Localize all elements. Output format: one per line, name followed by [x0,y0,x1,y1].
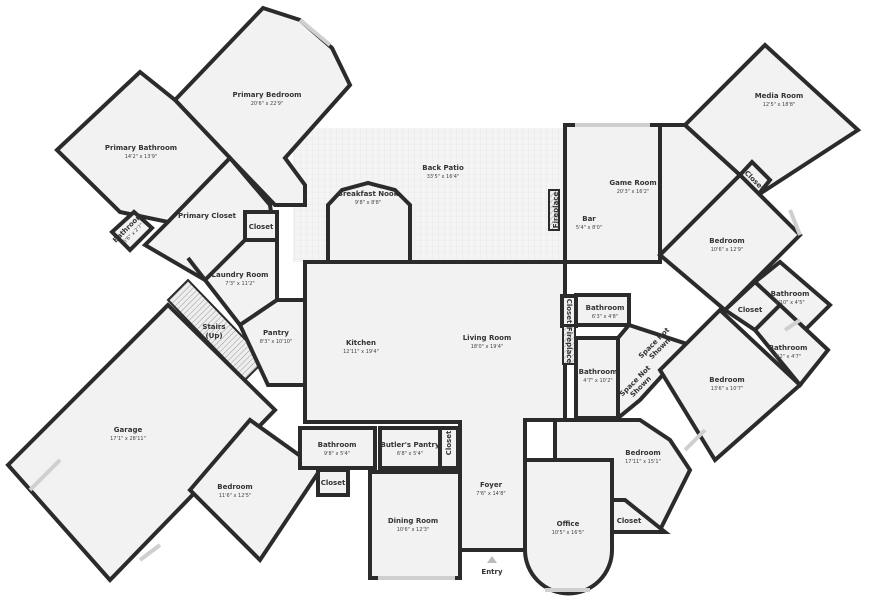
label-closet-sw: Closet [321,479,346,487]
dims-butlers-pantry: 6'8" x 5'4" [397,451,423,457]
label-living-room: Living Room [463,334,512,342]
label-bedroom-sw: Bedroom [217,483,252,491]
label-butlers-pantry: Butler's Pantry [380,441,439,449]
label-primary-bathroom: Primary Bathroom [105,144,177,152]
windows [28,18,802,592]
bathroom-63 [574,293,631,327]
dims-bathroom-810: 8'10" x 4'5" [775,300,804,306]
dims-foyer: 7'6" x 14'8" [476,491,505,497]
label-bathroom-98: Bathroom [318,441,357,449]
dims-breakfast-nook: 9'8" x 8'8" [355,200,381,206]
dims-bedroom-sw: 11'6" x 12'5" [219,493,252,499]
dims-primary-bedroom: 20'6" x 22'9" [251,101,284,107]
dims-bathroom-47: 4'7" x 10'2" [583,378,612,384]
garage [5,302,278,583]
label-fireplace-living: Fireplace [565,327,573,364]
label-bathroom-92: Bathroom [769,344,808,352]
label-media-room: Media Room [755,92,804,100]
dining-room [368,470,462,580]
label-closet-office: Closet [617,517,642,525]
label-stairs-up: (Up) [205,332,222,340]
dims-dining-room: 10'6" x 12'3" [397,527,430,533]
dims-primary-bathroom: 14'2" x 13'9" [125,154,158,160]
label-bedroom-ne: Bedroom [709,237,744,245]
dims-back-patio: 33'5" x 16'4" [427,174,460,180]
label-garage: Garage [114,426,143,434]
label-kitchen: Kitchen [346,339,376,347]
dims-bedroom-se: 17'11" x 15'1" [625,459,661,465]
fireplace-bar-shape [548,189,560,231]
label-bedroom-east: Bedroom [709,376,744,384]
label-back-patio: Back Patio [422,164,464,172]
label-closet-living: Closet [565,299,573,324]
label-closet-east: Closet [738,306,763,314]
label-primary-bedroom: Primary Bedroom [233,91,302,99]
dims-pantry: 8'3" x 10'10" [260,339,293,345]
label-dining-room: Dining Room [388,517,438,525]
dims-media-room: 12'5" x 18'8" [763,102,796,108]
label-laundry-room: Laundry Room [212,271,269,279]
entry-arrow [487,556,497,563]
butlers-pantry [378,426,442,470]
label-closet-butler: Closet [445,430,453,455]
dims-bar: 5'4" x 8'0" [576,225,602,231]
office [523,458,614,596]
label-office: Office [557,520,580,528]
bathroom-92 [752,302,831,389]
closet-office [610,498,671,534]
label-pantry: Pantry [263,329,289,337]
dims-laundry-room: 7'3" x 11'2" [225,281,254,287]
dims-bathroom-98: 9'8" x 5'4" [324,451,350,457]
label-entry: Entry [481,568,503,576]
game-room [563,123,662,264]
dims-bedroom-ne: 10'6" x 12'9" [711,247,744,253]
label-bar: Bar [582,215,596,223]
primary-bedroom [172,5,353,207]
label-bathroom-47: Bathroom [579,368,618,376]
label-breakfast-nook: Breakfast Nook [338,190,399,198]
label-fireplace-bar: Fireplace [552,192,560,229]
small-bathroom [109,209,155,253]
label-closet-laundry: Closet [249,223,274,231]
dims-garage: 17'1" x 28'11" [110,436,146,442]
media-room [682,42,862,198]
closet-laundry [243,210,279,242]
closet-butler [438,426,460,470]
bedroom-east [657,307,803,464]
label-primary-closet: Primary Closet [178,212,237,220]
label-bathroom-810: Bathroom [771,290,810,298]
dims-office: 10'5" x 16'5" [552,530,585,536]
dims-bathroom-63: 6'3" x 4'8" [592,314,618,320]
label-bathroom-63: Bathroom [586,304,625,312]
bathroom-98 [298,426,377,470]
dims-game-room: 20'3" x 16'2" [617,189,650,195]
dims-bedroom-east: 13'6" x 10'7" [711,386,744,392]
dims-kitchen: 12'11" x 19'4" [343,349,379,355]
dims-bathroom-92: 9'2" x 4'7" [775,354,801,360]
label-foyer: Foyer [480,481,503,489]
label-bedroom-se: Bedroom [625,449,660,457]
label-stairs: Stairs [202,323,225,331]
dims-living-room: 18'0" x 19'4" [471,344,504,350]
label-game-room: Game Room [609,179,656,187]
